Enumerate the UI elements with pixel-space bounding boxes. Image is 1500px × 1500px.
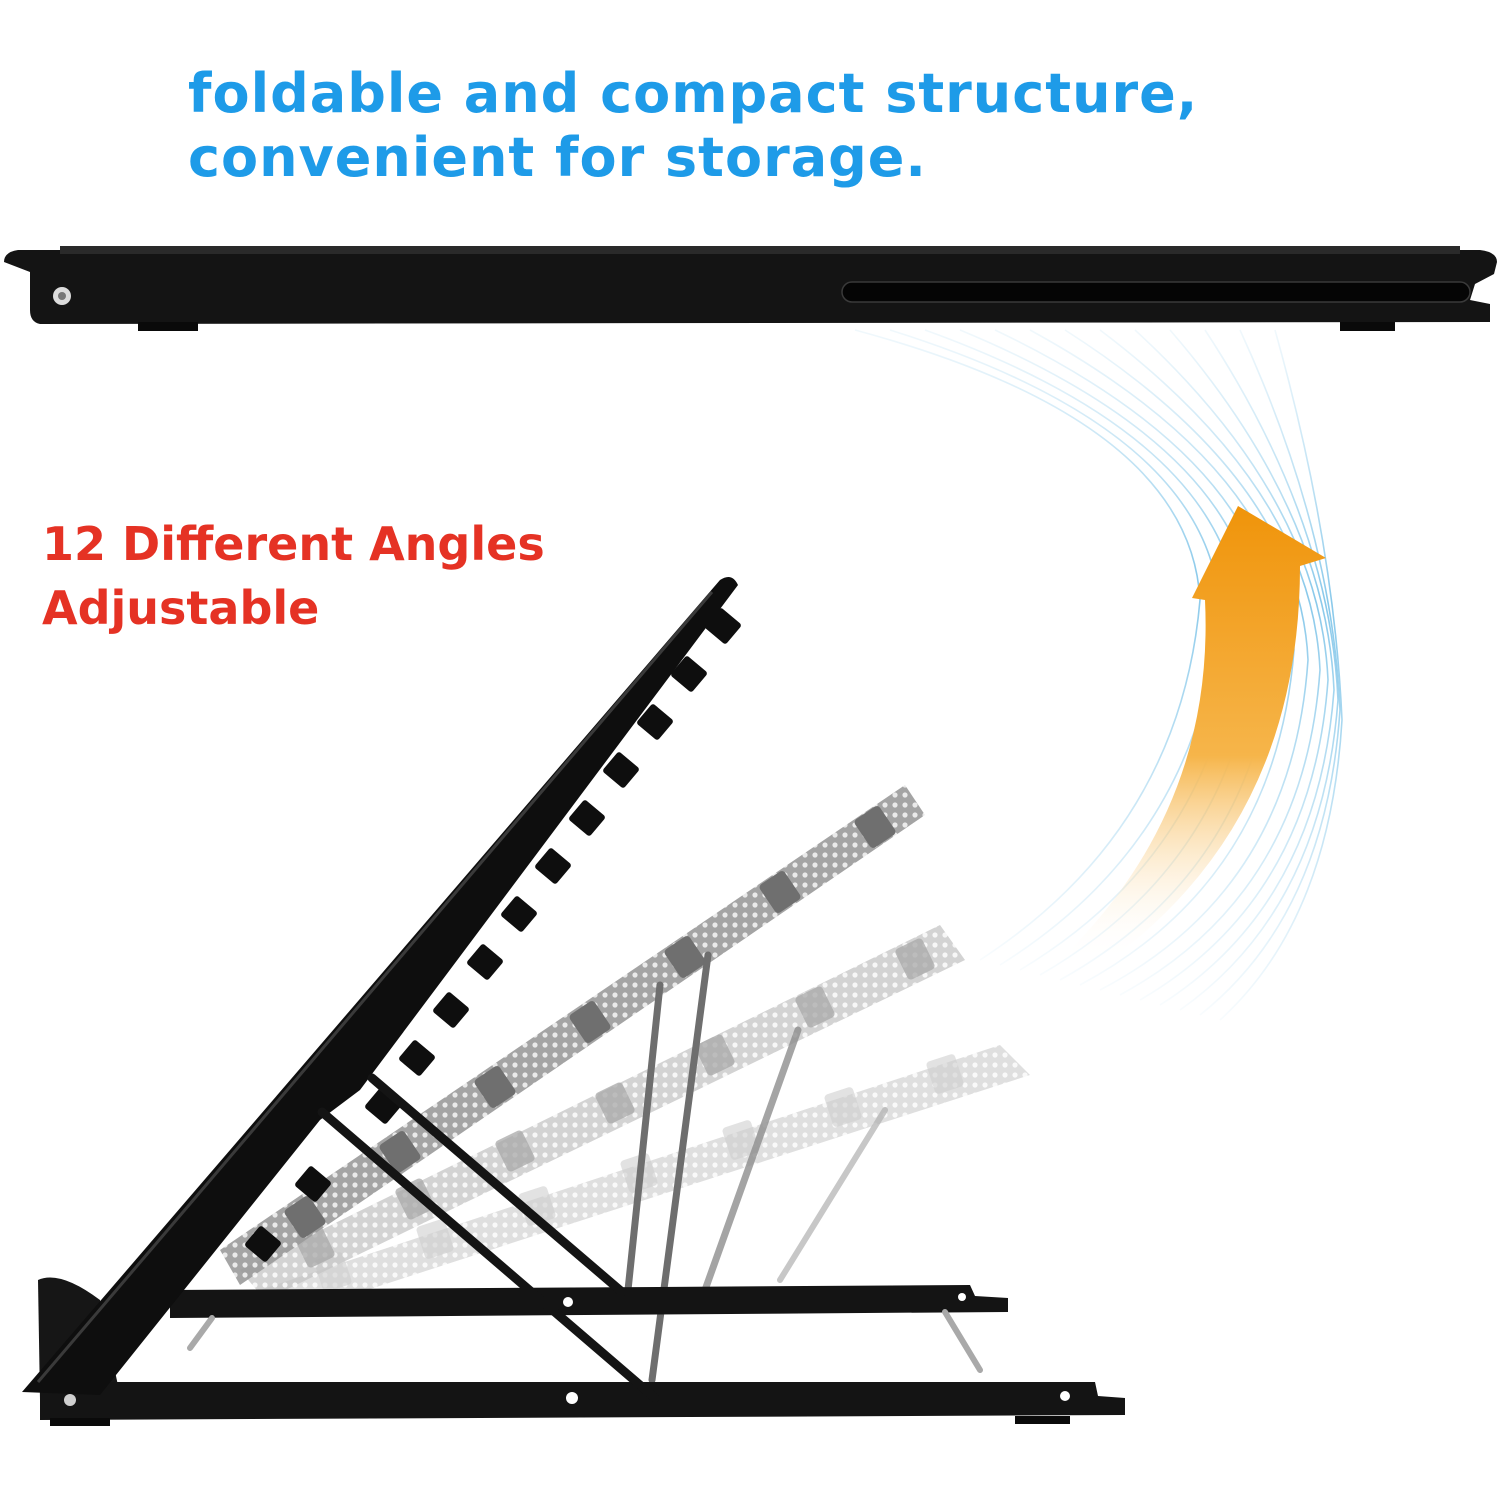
storage-headline-line-2: convenient for storage.	[188, 126, 927, 189]
angles-caption-line-1: 12 Different Angles	[42, 517, 545, 571]
folded-stand	[4, 246, 1497, 331]
curved-up-arrow-icon	[1060, 506, 1326, 960]
angles-caption: 12 Different Angles Adjustable	[42, 512, 545, 640]
open-stand	[22, 576, 1125, 1426]
angles-caption-line-2: Adjustable	[42, 581, 320, 635]
storage-headline: foldable and compact structure, convenie…	[188, 62, 1198, 190]
storage-headline-line-1: foldable and compact structure,	[188, 62, 1199, 125]
ghost-positions	[220, 785, 1030, 1384]
